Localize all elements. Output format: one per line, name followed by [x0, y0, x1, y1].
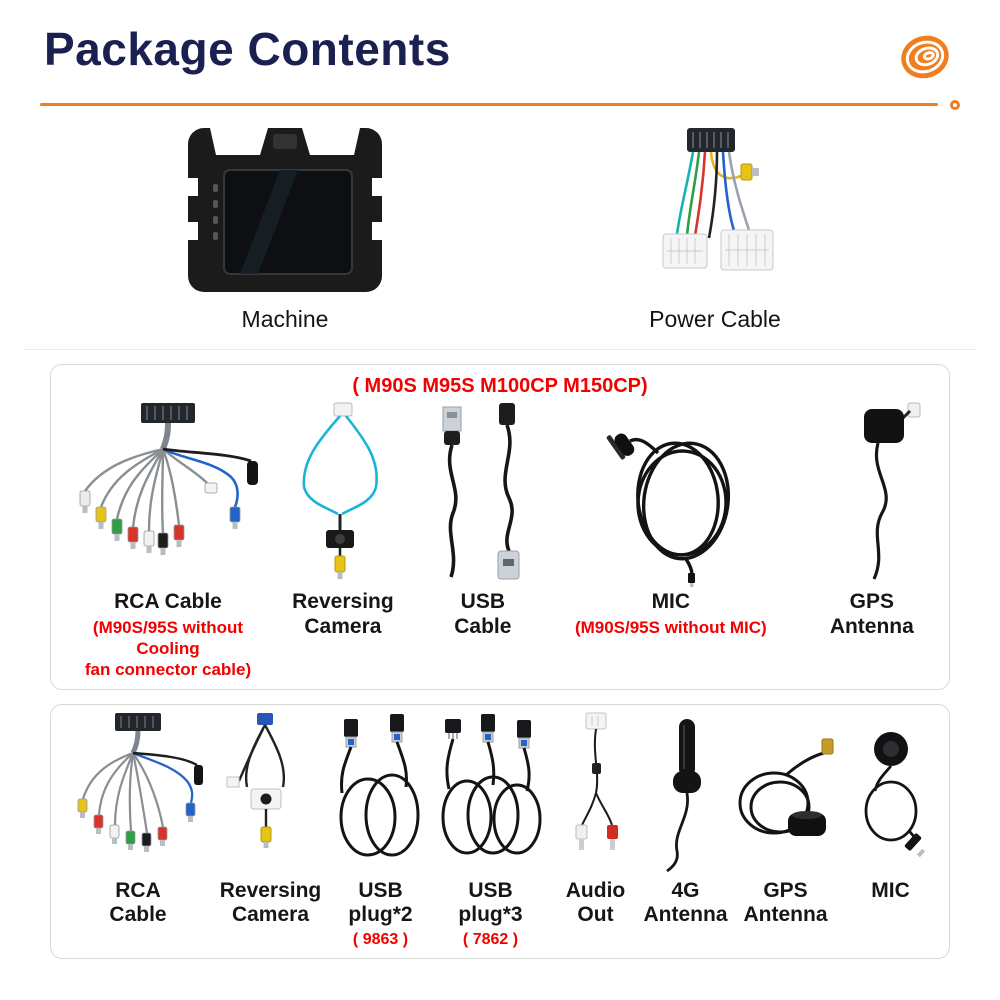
item-reversing-camera-2: Reversing Camera — [213, 711, 328, 929]
header: Package Contents — [0, 0, 1000, 88]
divider-end-dot — [950, 100, 960, 110]
item-usb-plug-2: USB plug*2 ( 9863 ) — [328, 711, 433, 951]
item-mic-2: MIC — [843, 711, 938, 904]
box1-models-title: ( M90S M95S M100CP M150CP) — [352, 375, 648, 397]
audio-out-cable-image — [548, 711, 643, 877]
reversing-camera-image — [213, 711, 328, 877]
box-models-group1: ( M90S M95S M100CP M150CP) — [50, 364, 950, 690]
item-audio-out: Audio Out — [548, 711, 643, 929]
4g-antenna-label: 4G Antenna — [643, 878, 728, 927]
microphone-image — [586, 400, 756, 588]
mic-label: MIC — [651, 590, 691, 613]
audio-out-label: Audio Out — [565, 878, 626, 927]
rca-cable-label: RCA Cable — [114, 590, 222, 613]
rca-cable-note: (M90S/95S without Cooling fan connector … — [84, 617, 252, 680]
box2-items-row: RCA Cable — [63, 711, 937, 951]
rca-cable-label: RCA Cable — [109, 878, 167, 927]
box-models-group2: RCA Cable — [50, 703, 950, 960]
header-divider — [40, 100, 960, 110]
power-cable-label: Power Cable — [649, 306, 781, 332]
mic-note: (M90S/95S without MIC) — [574, 617, 767, 637]
reversing-camera-label: Reversing Camera — [219, 878, 322, 927]
gps-antenna-image — [728, 711, 843, 877]
usb-plug-3-label: USB plug*3 — [458, 878, 523, 927]
page-title: Package Contents — [44, 23, 451, 75]
rca-cable-image — [63, 711, 213, 877]
item-gps-antenna: GPS Antenna — [789, 400, 955, 640]
mic-label: MIC — [871, 878, 910, 902]
microphone-image — [843, 711, 938, 877]
usb-cable-image — [413, 400, 553, 588]
usb-plug-2-label: USB plug*2 — [348, 878, 413, 927]
box1-items-row: RCA Cable (M90S/95S without Cooling fan … — [63, 400, 937, 681]
section-divider — [24, 349, 976, 350]
item-4g-antenna: 4G Antenna — [643, 711, 728, 929]
item-reversing-camera: Reversing Camera — [273, 400, 413, 640]
divider-line — [40, 103, 938, 106]
reversing-camera-image — [278, 400, 408, 588]
head-unit-image — [179, 122, 391, 298]
machine-label: Machine — [241, 306, 329, 332]
item-mic: MIC (M90S/95S without MIC) — [553, 400, 789, 638]
usb-plugs-2-image — [328, 711, 433, 877]
usb-cable-label: USB Cable — [454, 590, 512, 638]
item-usb-cable: USB Cable — [413, 400, 553, 640]
top-items-row: Machine — [0, 110, 1000, 333]
item-machine: Machine — [70, 122, 500, 333]
reversing-camera-label: Reversing Camera — [292, 590, 394, 638]
swirl-logo-icon — [894, 26, 956, 88]
gps-antenna-image — [812, 400, 932, 588]
4g-antenna-image — [643, 711, 728, 877]
gps-antenna-label: GPS Antenna — [743, 878, 828, 927]
rca-cable-image — [63, 400, 273, 588]
item-power-cable: Power Cable — [500, 122, 930, 333]
item-gps-antenna-2: GPS Antenna — [728, 711, 843, 929]
item-rca-cable-2: RCA Cable — [63, 711, 213, 929]
usb-plug-3-note: ( 7862 ) — [462, 931, 519, 949]
item-usb-plug-3: USB plug*3 ( 7862 ) — [433, 711, 548, 951]
power-cable-image — [629, 122, 801, 298]
item-rca-cable: RCA Cable (M90S/95S without Cooling fan … — [63, 400, 273, 681]
usb-plug-2-note: ( 9863 ) — [352, 931, 409, 949]
gps-antenna-label: GPS Antenna — [829, 590, 914, 638]
usb-plugs-3-image — [433, 711, 548, 877]
